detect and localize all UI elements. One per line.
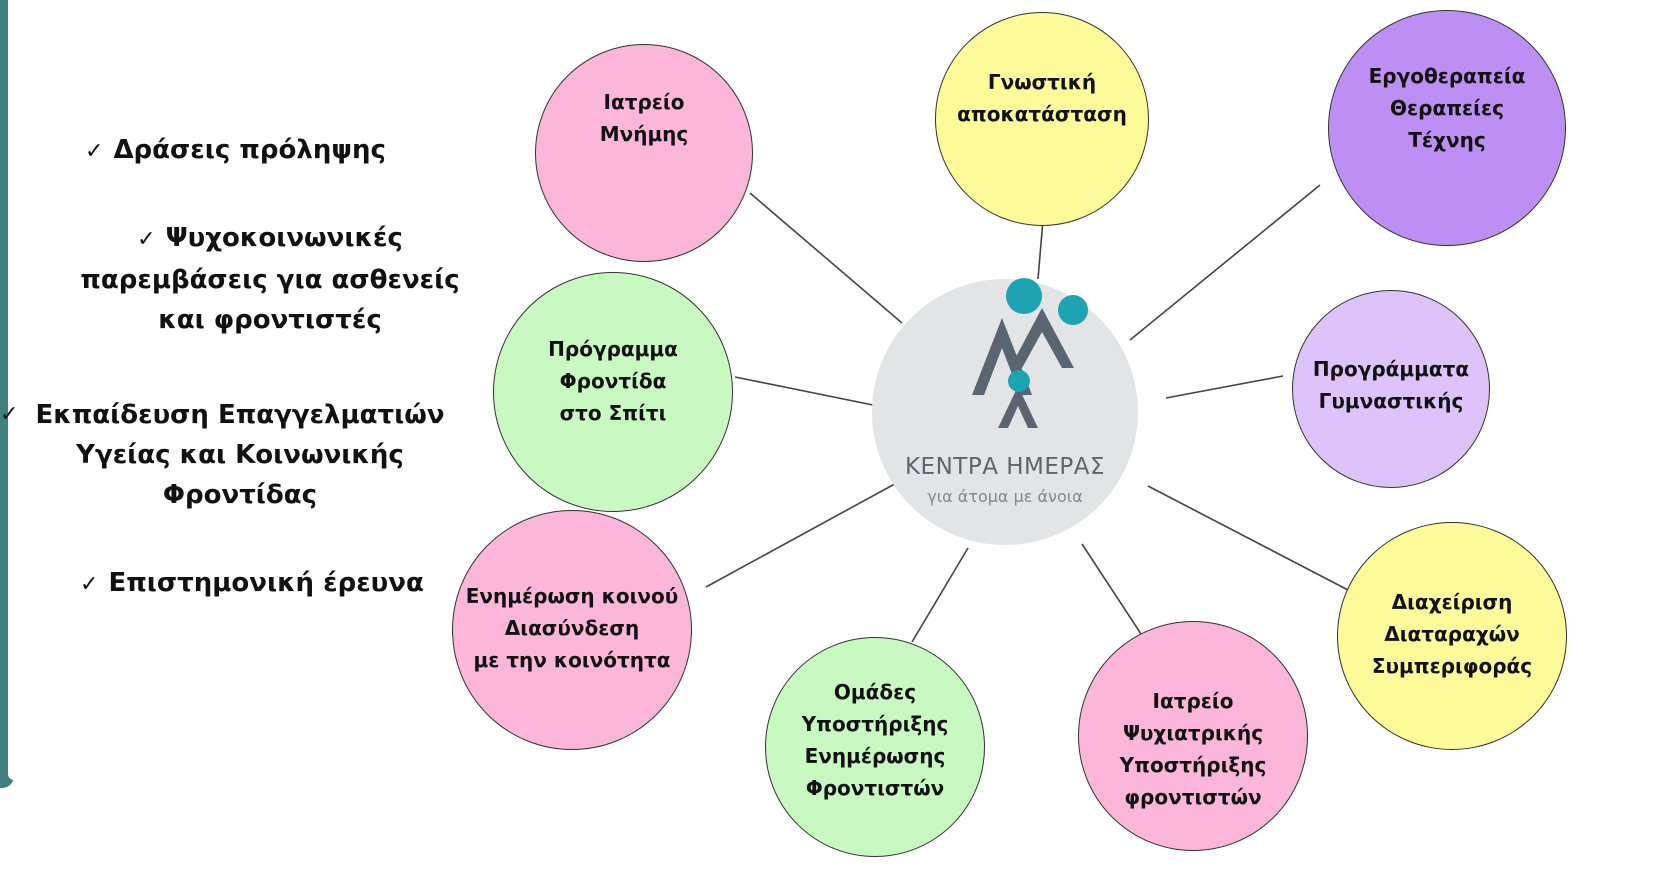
connector-line <box>911 547 969 643</box>
bullet-training: ✓Εκπαίδευση Επαγγελματιών Υγείας και Κοι… <box>0 395 480 515</box>
connector-line <box>749 192 903 324</box>
connector-line <box>1037 219 1044 280</box>
check-icon: ✓ <box>80 572 99 597</box>
connector-line <box>1081 543 1144 638</box>
center-subtitle: για άτομα με άνοια <box>927 487 1083 506</box>
check-icon: ✓ <box>137 227 156 252</box>
day-center-logo <box>972 278 1088 428</box>
center-hub <box>872 279 1138 545</box>
bullet-psychosocial: ✓Ψυχοκοινωνικές παρεμβάσεις για ασθενείς… <box>80 223 460 335</box>
bullet-prevention: ✓Δράσεις πρόληψης <box>85 135 386 165</box>
connector-line <box>1165 375 1284 399</box>
connector-line <box>1147 485 1349 591</box>
connector-line <box>1129 184 1321 341</box>
connector-line <box>734 376 874 406</box>
connector-line <box>705 479 903 588</box>
left-accent-bar <box>0 0 14 788</box>
bullet-research: ✓Επιστημονική έρευνα <box>80 568 424 598</box>
check-icon: ✓ <box>0 402 19 427</box>
center-title: ΚΕΝΤΡΑ ΗΜΕΡΑΣ <box>904 454 1106 480</box>
check-icon: ✓ <box>85 139 104 164</box>
